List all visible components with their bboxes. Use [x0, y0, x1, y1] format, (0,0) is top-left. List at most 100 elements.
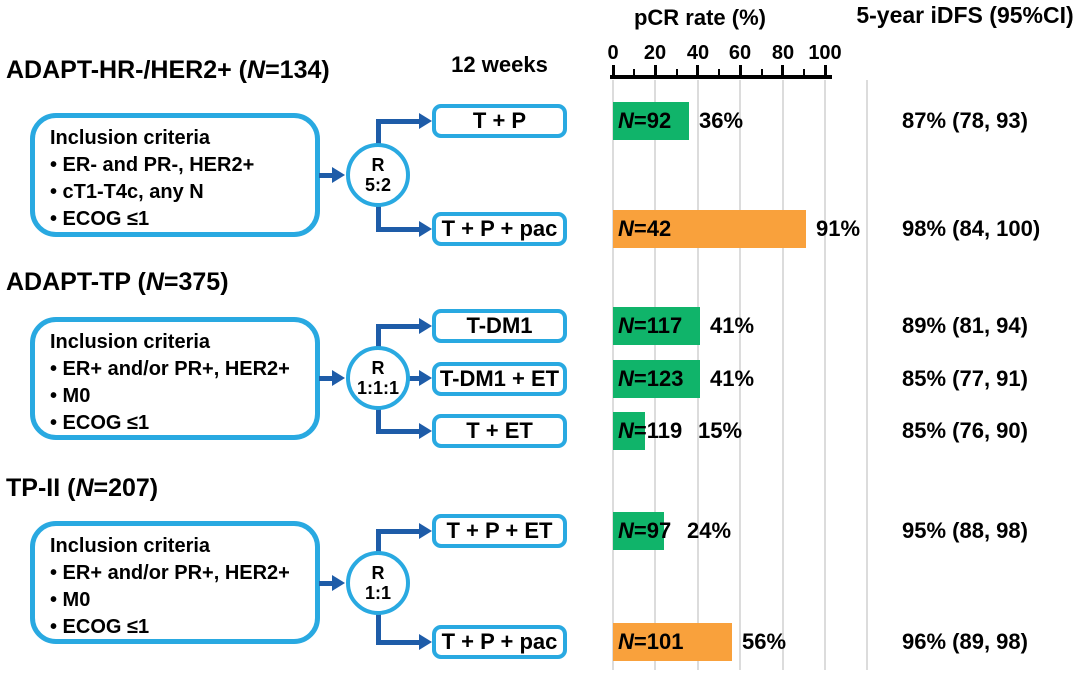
flow-line [376, 640, 420, 645]
arrowhead-icon [419, 523, 432, 539]
arrowhead-icon [419, 221, 432, 237]
n-value: =123 [633, 366, 684, 391]
pcr-bar [613, 512, 664, 550]
flow-line [319, 581, 335, 586]
randomization-r: R [371, 155, 385, 175]
idfs-value: 89% (81, 94) [902, 313, 1028, 338]
trial-title: TP-II (N=207) [6, 474, 158, 503]
n-value: =119 [633, 418, 683, 443]
pcr-bar-row: N=117 41% [613, 307, 943, 345]
n-value: =117 [633, 313, 683, 338]
criteria-heading: Inclusion criteria [50, 127, 211, 149]
idfs-value: 87% (78, 93) [902, 108, 1028, 133]
arm-box: T + ET [432, 414, 567, 448]
axis-tick-label: 60 [728, 42, 752, 64]
bar-n-label: N=117 [618, 307, 682, 345]
arm-box: T-DM1 + ET [432, 362, 567, 396]
n-value: =92 [633, 108, 672, 133]
n-value: =42 [633, 216, 672, 241]
criteria-line: • M0 [50, 385, 91, 407]
pcr-bar [613, 623, 732, 661]
pcr-percent-label: 41% [710, 313, 755, 338]
axis-minor-tick [761, 69, 763, 75]
flow-line [376, 119, 420, 124]
flow-line [376, 529, 420, 534]
n-value: =97 [633, 518, 672, 543]
arm-label: T + P [472, 108, 527, 133]
inclusion-criteria-box: Inclusion criteria • ER+ and/or PR+, HER… [30, 317, 320, 440]
randomization-ratio: 5:2 [364, 175, 391, 195]
pcr-percent-label: 15% [698, 418, 743, 443]
trial-title-suffix: =207) [93, 474, 159, 502]
arrowhead-icon [419, 318, 432, 334]
arrowhead-icon [419, 113, 432, 129]
randomization-r: R [371, 563, 385, 583]
flow-line [376, 613, 381, 643]
arrowhead-icon [419, 634, 432, 650]
inclusion-criteria-box: Inclusion criteria • ER- and PR-, HER2+ … [30, 113, 320, 237]
pcr-percent-label: 56% [742, 629, 787, 654]
flow-line [376, 529, 381, 555]
arm-label: T-DM1 [466, 313, 533, 338]
pcr-bar-row: N=123 41% [613, 360, 943, 398]
flow-line [376, 324, 420, 329]
arrowhead-icon [419, 370, 432, 386]
axis-major-tick [824, 65, 827, 75]
axis-major-tick [739, 65, 742, 75]
trial-title-suffix: =375) [163, 268, 229, 296]
arm-label: T-DM1 + ET [439, 366, 560, 391]
trial-title-suffix: =134) [265, 56, 330, 84]
flow-line [319, 376, 335, 381]
pcr-bar [613, 412, 645, 450]
randomization-circle: R 1:1:1 [346, 346, 410, 410]
axis-major-tick [781, 65, 784, 75]
bar-n-label: N=123 [618, 360, 683, 398]
randomization-circle: R 5:2 [346, 143, 410, 207]
trial-title: ADAPT-HR-/HER2+ (N=134) [6, 56, 330, 85]
trial-title-text: ADAPT-HR-/HER2+ ( [6, 56, 247, 84]
arm-box: T + P + pac [432, 212, 567, 246]
axis-major-tick [696, 65, 699, 75]
gridline [739, 80, 741, 670]
flow-line [376, 119, 381, 147]
arm-label: T + P + ET [446, 518, 553, 543]
idfs-value: 85% (77, 91) [902, 366, 1028, 391]
trial-title-text: TP-II ( [6, 474, 76, 502]
flow-line [376, 429, 420, 434]
arm-box: T + P + ET [432, 514, 567, 548]
pcr-bar-row: N=97 24% [613, 512, 943, 550]
pcr-percent-label: 41% [710, 366, 755, 391]
n-symbol: N [618, 418, 634, 443]
trial-title-n: N [247, 56, 266, 84]
n-symbol: N [618, 313, 634, 338]
randomization-ratio: 1:1 [364, 583, 391, 603]
flow-line [376, 204, 381, 232]
criteria-line: • M0 [50, 589, 91, 611]
criteria-line: • ECOG ≤1 [50, 208, 150, 230]
axis-minor-tick [676, 69, 678, 75]
flow-line [376, 406, 381, 434]
pcr-axis-title: pCR rate (%) [633, 5, 766, 30]
bar-n-label: N=119 [618, 412, 682, 450]
arm-box: T + P + pac [432, 625, 567, 659]
pcr-bar [613, 210, 806, 248]
criteria-line: • ECOG ≤1 [50, 412, 150, 434]
criteria-line: • cT1-T4c, any N [50, 181, 204, 203]
criteria-line: • ER- and PR-, HER2+ [50, 154, 255, 176]
flow-line [319, 173, 335, 178]
bar-n-label: N=92 [618, 102, 671, 140]
pcr-bar-row: N=42 91% [613, 210, 943, 248]
arm-box: T + P [432, 104, 567, 138]
pcr-bar [613, 102, 689, 140]
axis-tick-label: 40 [686, 42, 710, 64]
criteria-heading: Inclusion criteria [50, 331, 211, 353]
pcr-bar-row: N=101 56% [613, 623, 943, 661]
bar-n-label: N=101 [618, 623, 683, 661]
pcr-bar [613, 307, 700, 345]
axis-minor-tick [803, 69, 805, 75]
axis-major-tick [654, 65, 657, 75]
pcr-bar-row: N=119 15% [613, 412, 943, 450]
pcr-axis-line [610, 75, 832, 79]
arrowhead-icon [332, 370, 345, 386]
